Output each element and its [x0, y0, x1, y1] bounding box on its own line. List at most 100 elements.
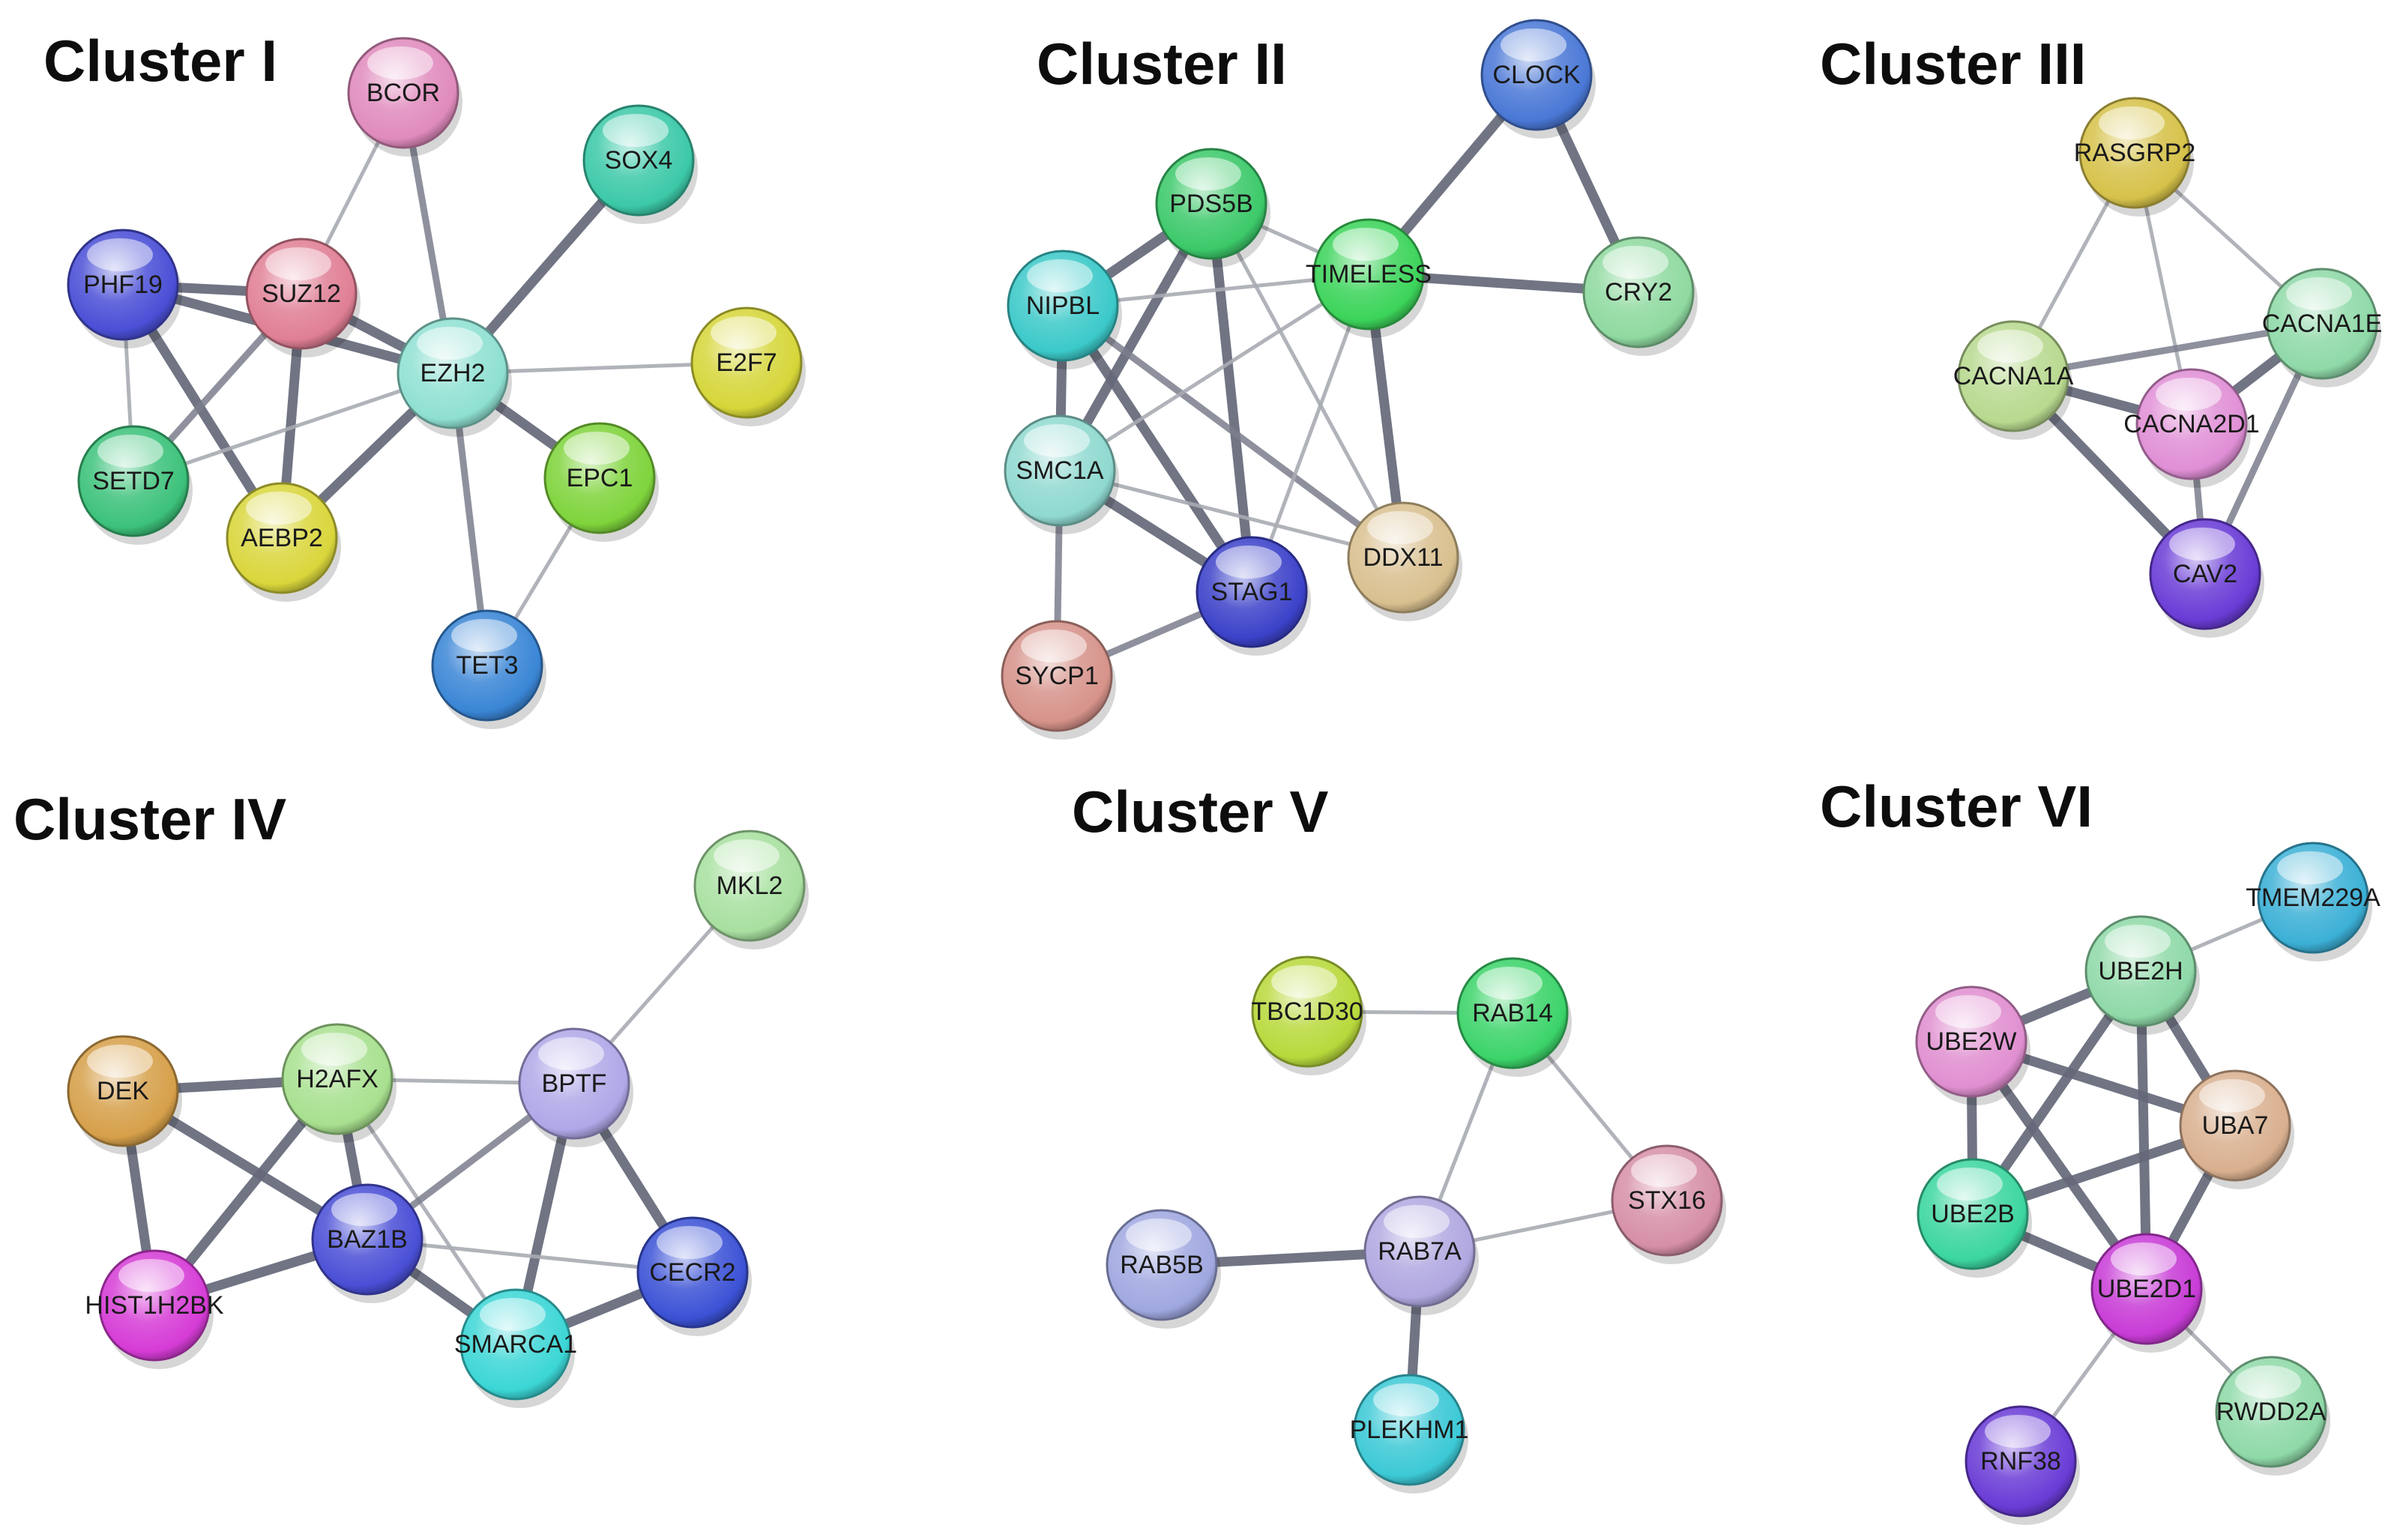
node-bptf: BPTF [518, 1027, 633, 1147]
node-label: TMEM229A [2246, 884, 2381, 912]
node-cacna1a: CACNA1A [1953, 320, 2074, 440]
node-label: BCOR [367, 79, 440, 107]
node-cry2: CRY2 [1582, 236, 1698, 356]
node-label: CACNA1A [1953, 362, 2074, 390]
node-highlight [1477, 967, 1543, 1000]
node-highlight [367, 46, 433, 79]
node-highlight [87, 238, 153, 271]
node-highlight [331, 1193, 397, 1226]
edge-timeless-stag1 [1249, 272, 1371, 594]
node-stag1: STAG1 [1196, 536, 1311, 656]
node-label: BPTF [542, 1069, 607, 1098]
node-highlight [1126, 1219, 1192, 1251]
node-highlight [451, 619, 517, 652]
node-label: EZH2 [420, 359, 486, 387]
node-label: TBC1D30 [1251, 997, 1363, 1026]
node-tbc1d30: TBC1D30 [1251, 955, 1366, 1075]
node-ezh2: EZH2 [397, 317, 512, 437]
node-label: CECR2 [649, 1258, 735, 1287]
node-highlight [603, 114, 669, 147]
node-label: PLEKHM1 [1350, 1416, 1469, 1444]
node-timeless: TIMELESS [1306, 218, 1432, 338]
node-highlight [2099, 106, 2165, 139]
node-label: CAV2 [2173, 560, 2237, 588]
node-suz12: SUZ12 [245, 238, 361, 357]
node-highlight [2199, 1079, 2265, 1112]
node-label: STX16 [1628, 1186, 1706, 1215]
node-ddx11: DDX11 [1347, 501, 1462, 621]
node-cav2: CAV2 [2149, 518, 2264, 638]
node-label: HIST1H2BK [85, 1291, 223, 1320]
node-highlight [1021, 629, 1087, 662]
node-highlight [1977, 330, 2043, 363]
edge-smc1a-ddx11 [1058, 468, 1405, 560]
node-label: SYCP1 [1015, 662, 1099, 690]
edge-nipbl-stag1 [1058, 301, 1257, 597]
node-label: CLOCK [1492, 61, 1580, 89]
node-label: SETD7 [92, 467, 175, 495]
node-highlight [1271, 965, 1337, 998]
node-highlight [1024, 424, 1090, 457]
node-plekhm1: PLEKHM1 [1350, 1374, 1469, 1494]
node-highlight [2156, 378, 2222, 411]
node-nipbl: NIPBL [1007, 250, 1122, 369]
node-phf19: PHF19 [67, 229, 182, 348]
node-label: UBA7 [2202, 1111, 2269, 1140]
node-highlight [1373, 1383, 1439, 1416]
node-label: RASGRP2 [2074, 139, 2196, 167]
node-rab5b: RAB5B [1106, 1209, 1221, 1329]
node-label: RAB14 [1472, 999, 1553, 1027]
node-sox4: SOX4 [582, 104, 698, 224]
node-highlight [265, 247, 331, 280]
node-rab14: RAB14 [1456, 957, 1572, 1077]
node-label: UBE2B [1931, 1200, 2015, 1228]
node-sycp1: SYCP1 [1001, 620, 1116, 740]
node-rab7a: RAB7A [1363, 1195, 1479, 1315]
node-label: PHF19 [83, 271, 163, 299]
node-label: DDX11 [1363, 543, 1443, 572]
node-e2f7: E2F7 [690, 307, 806, 426]
cluster-title-3: Cluster III [1820, 31, 2086, 97]
edge-ezh2-setd7 [131, 371, 455, 483]
node-bcor: BCOR [347, 37, 462, 157]
node-cacna2d1: CACNA2D1 [2123, 368, 2260, 488]
node-setd7: SETD7 [77, 425, 193, 545]
node-label: AEBP2 [241, 524, 323, 552]
node-rwdd2a: RWDD2A [2215, 1356, 2330, 1476]
node-highlight [538, 1037, 604, 1070]
node-label: RAB5B [1120, 1251, 1204, 1279]
edge-nipbl-ddx11 [1059, 302, 1407, 561]
node-highlight [2286, 277, 2352, 310]
node-highlight [1631, 1154, 1697, 1187]
node-baz1b: BAZ1B [311, 1183, 426, 1303]
node-highlight [564, 432, 630, 465]
node-highlight [417, 327, 483, 360]
node-label: NIPBL [1026, 292, 1100, 320]
node-cecr2: CECR2 [636, 1216, 752, 1336]
node-label: STAG1 [1211, 578, 1293, 606]
node-ube2h: UBE2H [2084, 915, 2200, 1035]
cluster-title-5: Cluster V [1072, 779, 1328, 845]
node-ube2w: UBE2W [1915, 985, 2030, 1105]
node-highlight [2235, 1365, 2301, 1398]
node-label: SUZ12 [262, 280, 341, 308]
node-label: EPC1 [567, 464, 633, 492]
node-label: PDS5B [1169, 190, 1253, 218]
node-epc1: EPC1 [543, 422, 659, 542]
node-label: SMARCA1 [454, 1330, 577, 1359]
node-highlight [2105, 925, 2171, 958]
node-label: BAZ1B [327, 1225, 408, 1254]
node-highlight [1935, 995, 2001, 1028]
node-highlight [1175, 157, 1241, 190]
node-label: CACNA2D1 [2123, 410, 2259, 438]
node-label: TET3 [456, 651, 518, 680]
node-label: UBE2D1 [2097, 1275, 2196, 1303]
node-highlight [1501, 28, 1567, 61]
node-label: DEK [97, 1077, 149, 1105]
node-label: MKL2 [717, 872, 783, 900]
node-label: CRY2 [1605, 278, 1672, 307]
node-highlight [2111, 1242, 2177, 1275]
node-h2afx: H2AFX [281, 1023, 397, 1143]
